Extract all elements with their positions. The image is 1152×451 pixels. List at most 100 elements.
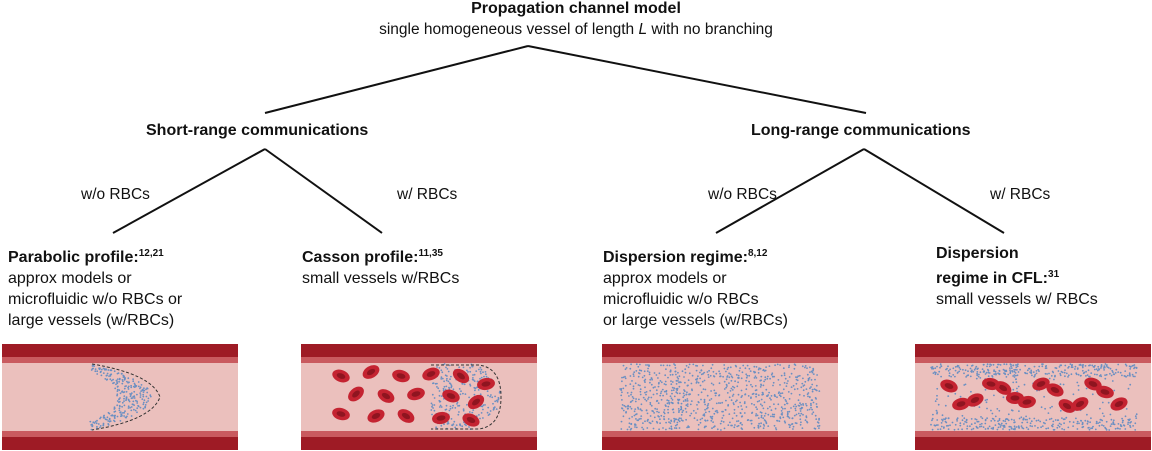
molecule	[1096, 373, 1098, 376]
molecule	[781, 407, 784, 410]
molecule	[682, 396, 685, 399]
molecule	[137, 381, 140, 383]
molecule	[788, 410, 791, 413]
molecule	[991, 412, 994, 415]
molecule	[934, 373, 937, 376]
molecule	[1082, 425, 1085, 428]
molecule	[707, 373, 710, 376]
molecule	[802, 413, 804, 416]
molecule	[1038, 365, 1041, 368]
molecule	[1010, 367, 1013, 369]
molecule	[737, 424, 740, 427]
molecule	[1104, 377, 1107, 380]
molecule	[645, 364, 647, 366]
molecule	[119, 411, 121, 414]
molecule	[754, 385, 757, 387]
molecule	[654, 407, 657, 410]
molecule	[1045, 367, 1048, 369]
molecule	[1015, 364, 1017, 366]
molecule	[764, 378, 767, 381]
molecule	[649, 415, 652, 417]
molecule	[708, 410, 711, 413]
molecule	[729, 421, 731, 424]
molecule	[491, 396, 494, 399]
molecule	[776, 396, 778, 399]
molecule	[972, 427, 975, 430]
leaf-parabolic-profile: Parabolic profile:12,21 approx models or…	[8, 243, 182, 331]
molecule	[941, 419, 944, 422]
molecule	[947, 428, 950, 430]
molecule	[1105, 429, 1108, 431]
molecule	[976, 420, 979, 423]
molecule	[692, 409, 695, 412]
leaf-title: Parabolic profile:	[8, 249, 139, 266]
molecule	[993, 373, 996, 376]
molecule	[998, 409, 1001, 412]
molecule	[623, 404, 626, 407]
molecule	[445, 404, 448, 407]
molecule	[1050, 417, 1053, 420]
molecule	[1010, 363, 1012, 366]
molecule	[484, 404, 486, 406]
molecule	[722, 375, 724, 378]
molecule	[1017, 363, 1019, 366]
molecule	[788, 423, 790, 426]
molecule	[735, 414, 738, 417]
molecule	[640, 403, 643, 406]
molecule	[1064, 369, 1066, 371]
molecule	[699, 421, 702, 424]
molecule	[105, 418, 108, 421]
rbc-center	[352, 390, 360, 398]
molecule	[784, 421, 787, 424]
molecule	[136, 402, 139, 404]
molecule	[102, 372, 105, 374]
vessel-wall-bottom	[301, 437, 537, 450]
molecule	[674, 370, 677, 373]
molecule	[700, 373, 703, 376]
molecule	[790, 392, 793, 395]
molecule	[949, 368, 951, 371]
molecule	[756, 414, 759, 417]
molecule	[671, 399, 674, 401]
molecule	[637, 419, 640, 422]
molecule	[1040, 426, 1042, 429]
molecule	[116, 394, 118, 397]
molecule	[786, 412, 789, 415]
molecule	[1048, 418, 1051, 421]
molecule	[676, 376, 679, 378]
molecule	[1122, 424, 1125, 426]
molecule	[1077, 373, 1080, 376]
molecule	[91, 367, 94, 370]
molecule	[639, 390, 642, 393]
molecule	[1081, 369, 1084, 372]
molecule	[472, 409, 475, 411]
molecule	[637, 406, 639, 409]
molecule	[1103, 365, 1106, 368]
molecule	[668, 427, 671, 430]
molecule	[675, 373, 677, 376]
rbc-center	[481, 381, 491, 387]
molecule	[760, 416, 763, 419]
molecule	[703, 426, 706, 429]
molecule	[641, 409, 643, 412]
molecule	[1124, 370, 1127, 372]
molecule	[1052, 428, 1055, 431]
molecule	[677, 380, 679, 382]
molecule	[443, 380, 445, 383]
molecule	[959, 395, 962, 398]
molecule	[1059, 374, 1062, 377]
molecule	[116, 404, 119, 407]
molecule	[965, 376, 967, 378]
molecule	[754, 375, 757, 378]
molecule	[1057, 419, 1060, 421]
molecule	[707, 403, 710, 405]
red-blood-cell	[1058, 399, 1076, 413]
molecule	[703, 400, 706, 402]
vessel-wall-top	[2, 344, 238, 357]
molecule	[769, 377, 771, 380]
molecule	[799, 423, 802, 426]
molecule	[1086, 413, 1088, 416]
molecule	[1110, 374, 1113, 377]
molecule	[768, 365, 771, 367]
root-subtitle: single homogeneous vessel of length L wi…	[0, 21, 1152, 39]
